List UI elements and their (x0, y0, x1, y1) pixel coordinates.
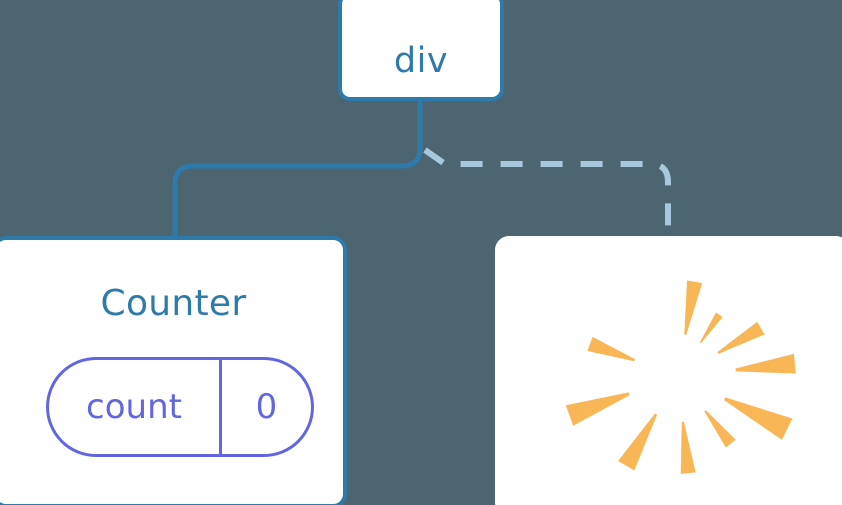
sparkle-ray-2 (699, 312, 723, 344)
node-div[interactable]: div (338, 0, 504, 101)
state-value: 0 (255, 387, 278, 427)
edge-div-to-sparkle (423, 147, 671, 238)
state-pill[interactable]: count 0 (46, 357, 314, 457)
state-key: count (49, 360, 222, 454)
sparkle-ray-3 (717, 321, 765, 354)
node-counter[interactable]: Counter count 0 (0, 236, 347, 505)
node-render-burst[interactable] (495, 236, 842, 505)
sparkle-ray-4 (735, 353, 796, 374)
sparkle-burst-icon (565, 280, 796, 474)
sparkle-ray-9 (565, 392, 630, 426)
node-counter-label: Counter (100, 283, 247, 324)
sparkle-ray-6 (704, 410, 736, 448)
sparkle-ray-10 (587, 336, 636, 362)
node-div-label: div (393, 41, 449, 81)
sparkle-ray-7 (680, 421, 696, 474)
sparkle-ray-1 (684, 280, 703, 335)
sparkle-ray-8 (618, 413, 658, 471)
sparkle-rays (565, 280, 796, 474)
edge-div-to-counter (172, 97, 423, 241)
sparkle-ray-5 (724, 397, 793, 440)
